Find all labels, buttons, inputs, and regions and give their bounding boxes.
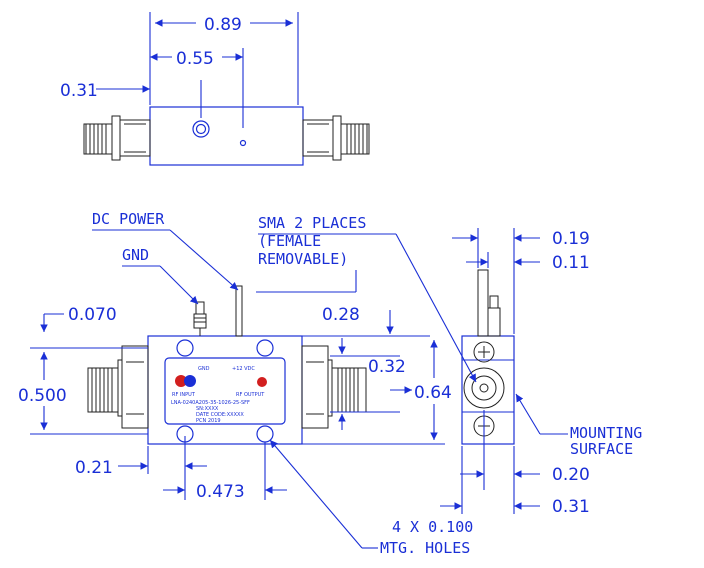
svg-text:PCN 2019: PCN 2019 (196, 418, 221, 424)
device-label: GND +12 VDC RF INPUT RF OUTPUT LNA-0240A… (164, 357, 286, 425)
logo-icon (175, 375, 187, 387)
label-mounting-line1: MOUNTING (570, 424, 642, 442)
svg-text:RF OUTPUT: RF OUTPUT (236, 392, 265, 398)
top-view-body (149, 106, 304, 166)
dim-center-height: 0.32 (368, 357, 406, 377)
svg-text:DATE CODE:XXXXX: DATE CODE:XXXXX (196, 412, 244, 418)
svg-text:GND: GND (198, 366, 210, 372)
dim-top-height: 0.31 (60, 81, 98, 101)
front-left-connector (87, 345, 149, 429)
top-view: 0.89 0.55 0.31 (60, 12, 370, 166)
top-left-connector (83, 115, 151, 161)
front-right-connector (301, 345, 367, 429)
label-sma-line2: (FEMALE (258, 232, 321, 250)
dim-holes-spacing: 0.473 (196, 482, 245, 502)
dim-upper-right-offset: 0.28 (322, 305, 360, 325)
label-sma-line1: SMA 2 PLACES (258, 214, 366, 232)
svg-text:LNA-0240A205-35-1026-25-SFF: LNA-0240A205-35-1026-25-SFF (171, 400, 250, 406)
dc-power-pin (235, 285, 243, 337)
dim-hole-offset-top: 0.070 (68, 305, 117, 325)
side-view: 0.19 0.11 0.20 0.31 (440, 228, 590, 517)
dim-total-height-front: 0.64 (414, 383, 452, 403)
dim-gnd-offset-left: 0.21 (75, 458, 113, 478)
label-dc-power: DC POWER (92, 210, 165, 228)
dim-side-upper-2: 0.11 (552, 253, 590, 273)
dim-side-lower-1: 0.20 (552, 465, 590, 485)
front-view: GND +12 VDC RF INPUT RF OUTPUT LNA-0240A… (18, 285, 452, 502)
dim-top-overall: 0.89 (204, 15, 242, 35)
top-right-connector (302, 115, 370, 161)
label-mounting-line2: SURFACE (570, 440, 633, 458)
callouts: DC POWER GND SMA 2 PLACES (FEMALE REMOVA… (92, 210, 642, 557)
gnd-pin (193, 301, 207, 336)
label-holes-line1: 4 X 0.100 (392, 518, 473, 536)
dim-top-port-offset: 0.55 (176, 49, 214, 69)
svg-text:+12 VDC: +12 VDC (232, 366, 255, 372)
svg-text:SN:XXXX: SN:XXXX (196, 406, 219, 412)
label-gnd: GND (122, 246, 149, 264)
label-holes-line2: MTG. HOLES (380, 539, 470, 557)
label-sma-line3: REMOVABLE) (258, 250, 348, 268)
dim-side-lower-2: 0.31 (552, 497, 590, 517)
led-icon (257, 377, 267, 387)
svg-text:RF INPUT: RF INPUT (172, 392, 196, 398)
front-view-body (147, 335, 303, 445)
dim-body-height-front: 0.500 (18, 386, 67, 406)
dim-side-upper-1: 0.19 (552, 229, 590, 249)
